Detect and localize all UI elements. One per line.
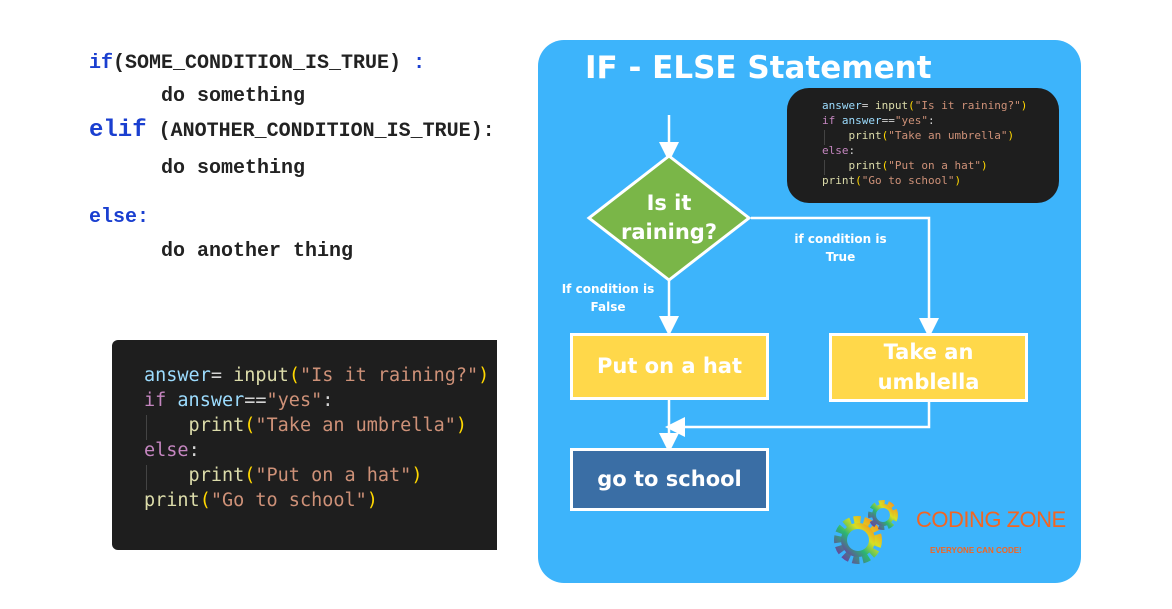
code-token: print [144,490,200,511]
code-token: : [322,390,334,411]
code-line: answer= input("Is it raining?") [144,365,489,386]
code-token: "yes" [894,114,928,127]
code-token: = [210,365,234,386]
code-token: if [144,390,167,411]
indent-guide [824,160,825,175]
flow-arrows [586,115,939,453]
code-token: input [875,99,909,112]
code-token: : [927,114,935,127]
code-token: ) [954,174,962,187]
code-token: input [233,365,289,386]
code-token: "Put on a hat" [255,465,412,486]
code-line: print("Put on a hat") [144,465,423,486]
pseudocode-elif-line: elif (ANOTHER_CONDITION_IS_TRUE): [89,117,495,146]
go-to-school-box: go to school [570,448,769,511]
pseudocode-do-1: do something [161,85,306,108]
code-token: "Is it raining?" [914,99,1021,112]
code-token: answer [166,390,245,411]
if-condition: (SOME_CONDITION_IS_TRUE) [113,52,414,75]
pseudocode-do-2: do something [161,157,306,180]
code-line: print("Go to school") [144,490,378,511]
indent-guide [146,465,147,490]
code-line: if answer=="yes": [822,114,935,128]
pseudocode-do-3: do another thing [161,240,354,263]
elif-keyword: elif [89,117,147,144]
code-token: : [188,440,200,461]
code-token: ) [455,415,468,436]
arrow-umbrella-to-school [665,401,931,437]
code-token: ) [1020,99,1028,112]
indent-guide [146,415,147,440]
code-token: answer [822,99,862,112]
code-line: else: [144,440,200,461]
take-umbrella-box: Take an umblella [829,333,1028,402]
if-keyword: if [89,52,114,75]
logo-tagline: EVERYONE CAN CODE! [930,546,1022,555]
code-token: answer [835,114,882,127]
code-line: print("Go to school") [822,174,962,188]
code-token: ( [244,465,256,486]
code-token: answer [144,365,211,386]
code-token: == [881,114,895,127]
code-token: "yes" [266,390,323,411]
code-token: ( [244,415,256,436]
code-token: ) [478,365,490,386]
code-token: print [822,159,882,172]
code-line: print("Take an umbrella") [822,129,1015,143]
code-token: ( [881,129,889,142]
code-token: "Put on a hat" [888,159,981,172]
code-token: if [822,114,836,127]
code-token: ( [288,365,300,386]
put-on-hat-box: Put on a hat [570,333,769,400]
code-token: print [822,129,882,142]
pseudocode-if-line: if(SOME_CONDITION_IS_TRUE) : [89,51,425,77]
code-token: : [848,144,856,157]
pseudocode-else: else: [89,206,150,229]
code-token: ( [199,490,211,511]
code-line: else: [822,144,856,158]
arrow-true [751,216,939,338]
decision-label: Is it raining? [620,190,718,244]
code-line: print("Take an umbrella") [144,415,467,436]
code-line: answer= input("Is it raining?") [822,99,1028,113]
gears-icon [834,500,898,564]
code-token: ) [1007,129,1015,142]
code-token: ( [855,174,862,187]
code-token: ) [411,465,423,486]
code-token: else [822,144,849,157]
code-token: "Go to school" [210,490,367,511]
true-condition-label: if condition is True [794,232,887,264]
code-snippet-small: answer= input("Is it raining?")if answer… [787,88,1059,203]
code-token: "Is it raining?" [299,365,479,386]
indent-guide [824,130,825,145]
code-token: "Go to school" [861,174,955,187]
code-token: = [861,99,875,112]
false-condition-label: If condition is False [561,282,655,314]
if-colon: : [413,52,426,75]
flowchart-title: IF - ELSE Statement [585,50,932,86]
elif-condition: (ANOTHER_CONDITION_IS_TRUE): [146,120,495,143]
code-token: print [144,415,245,436]
code-token: "Take an umbrella" [255,415,456,436]
logo-name: CODING ZONE [916,507,1066,532]
code-line: print("Put on a hat") [822,159,988,173]
code-token: else [144,440,189,461]
code-snippet-large: answer= input("Is it raining?")if answer… [112,340,497,550]
code-token: print [144,465,245,486]
code-token: ( [908,99,915,112]
code-token: == [244,390,267,411]
flowchart-panel: IF - ELSE Statement answer= input("Is it… [538,40,1081,583]
code-token: print [822,174,856,187]
code-token: ( [881,159,889,172]
code-token: ) [366,490,378,511]
code-token: "Take an umbrella" [888,129,1008,142]
decision-diamond [586,154,752,282]
code-line: if answer=="yes": [144,390,333,411]
code-token: ) [980,159,988,172]
